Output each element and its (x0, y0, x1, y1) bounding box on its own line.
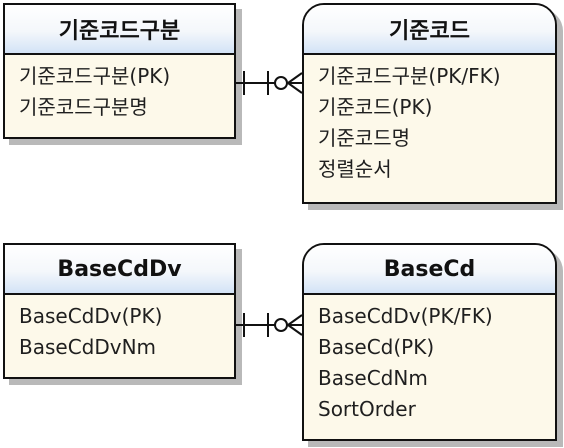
child-entity-english: BaseCd BaseCdDv(PK/FK) BaseCd(PK) BaseCd… (302, 243, 557, 441)
entity-title: BaseCdDv (5, 245, 234, 295)
entity-title: BaseCd (304, 245, 555, 295)
relationship-line-english (236, 313, 303, 337)
entity-title: 기준코드 (304, 5, 555, 55)
parent-entity-english: BaseCdDv BaseCdDv(PK) BaseCdDvNm (3, 243, 236, 379)
attribute: 정렬순서 (318, 157, 392, 181)
attribute-pk: 기준코드구분(PK) (19, 64, 171, 88)
attribute-pk-fk: 기준코드구분(PK/FK) (318, 64, 501, 88)
attribute: BaseCdNm (318, 366, 428, 390)
parent-entity-korean: 기준코드구분 기준코드구분(PK) 기준코드구분명 (3, 3, 236, 139)
attribute: SortOrder (318, 397, 416, 421)
attribute-pk: BaseCdDv(PK) (19, 304, 163, 328)
attribute: BaseCdDvNm (19, 335, 157, 359)
child-entity-korean: 기준코드 기준코드구분(PK/FK) 기준코드(PK) 기준코드명 정렬순서 (302, 3, 557, 204)
attribute-pk: BaseCd(PK) (318, 335, 435, 359)
attribute: 기준코드명 (318, 126, 410, 150)
relationship-line-korean (236, 71, 303, 95)
attribute-pk-fk: BaseCdDv(PK/FK) (318, 304, 493, 328)
attribute-pk: 기준코드(PK) (318, 95, 433, 119)
entity-title: 기준코드구분 (5, 5, 234, 55)
attribute: 기준코드구분명 (19, 95, 148, 119)
